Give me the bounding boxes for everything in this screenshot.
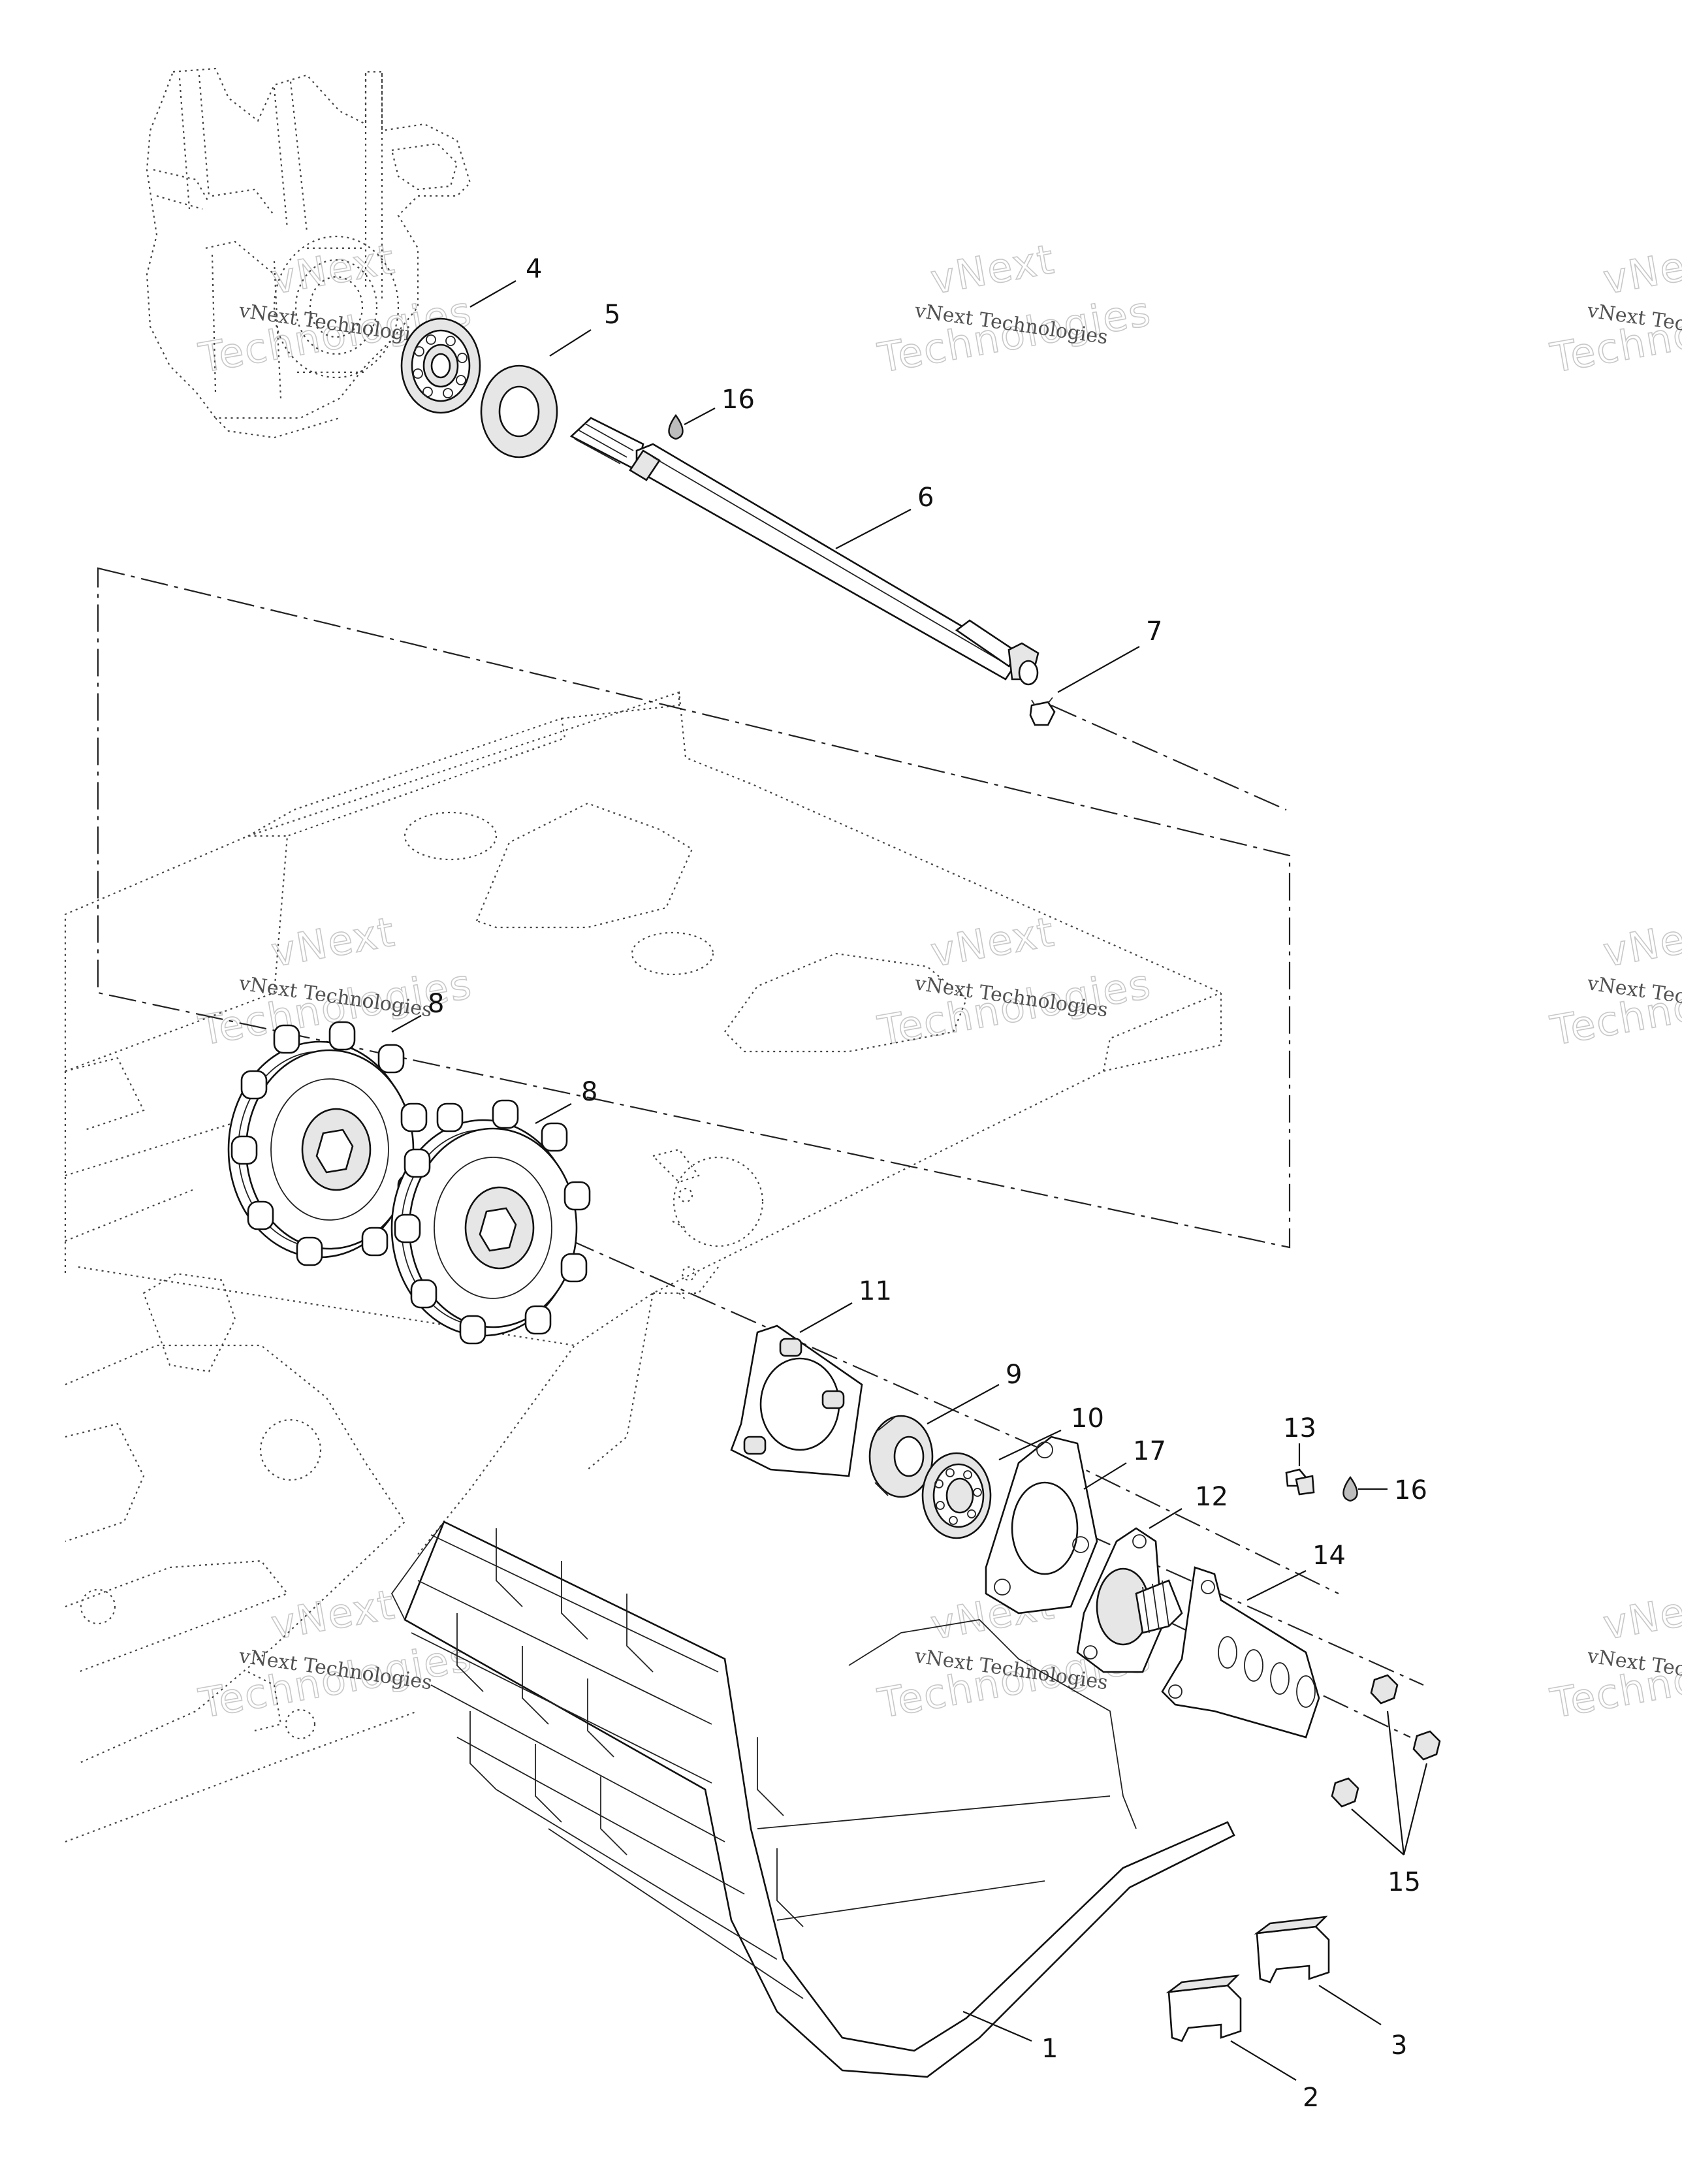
part-10-bearing: [921, 1452, 992, 1539]
part-8-sprocket-right: [390, 1099, 591, 1345]
leader-17: [1083, 1462, 1127, 1490]
watermark-big-top: vNext: [268, 235, 399, 304]
leader-8a: [391, 1015, 422, 1033]
leader-1: [962, 2010, 1032, 2042]
reference-plane: [97, 567, 1291, 1249]
callout-8-right: 8: [581, 1077, 597, 1107]
callout-14: 14: [1312, 1541, 1346, 1571]
callout-5: 5: [604, 300, 620, 330]
callout-3: 3: [1391, 2031, 1407, 2061]
callout-labels: 4 5 16 6 7 8 8 11 9 10 17 12 13 16 14 15…: [428, 254, 1427, 2113]
callout-12: 12: [1195, 1482, 1228, 1512]
watermark-big-top: vNext: [268, 1581, 399, 1649]
callout-6: 6: [917, 483, 934, 513]
callout-15: 15: [1388, 1867, 1421, 1897]
part-16-grease-bottom: [1342, 1475, 1358, 1502]
leader-lines: [391, 280, 1428, 2081]
callout-4: 4: [526, 254, 542, 284]
part-16-grease-top: [668, 413, 684, 440]
leader-10: [998, 1430, 1062, 1460]
leader-2: [1230, 2040, 1297, 2081]
part-11-retainer-plate: [730, 1325, 863, 1477]
part-17-gasket-plate: [985, 1436, 1098, 1614]
callout-8-left: 8: [428, 989, 444, 1019]
leader-4: [469, 280, 516, 308]
callout-13: 13: [1283, 1413, 1316, 1443]
watermark: vNext Technologies vNext Technologies: [1546, 234, 1682, 383]
callout-16-top: 16: [722, 385, 755, 415]
watermark: vNext Technologies vNext Technologies: [874, 234, 1155, 383]
part-4-bearing: [400, 317, 481, 414]
callout-9: 9: [1006, 1360, 1022, 1390]
leader-14: [1246, 1570, 1307, 1601]
part-8-sprocket-left: [227, 1021, 428, 1266]
leader-8b: [535, 1103, 572, 1124]
callout-2: 2: [1303, 2083, 1319, 2113]
part-3-clip: [1254, 1916, 1330, 1983]
watermark: vNext Technologies vNext Technologies: [1546, 1580, 1682, 1728]
watermark-big-top: vNext: [927, 235, 1058, 304]
part-9-seal: [868, 1415, 934, 1498]
watermark: vNext Technologies vNext Technologies: [874, 907, 1155, 1055]
leader-5: [549, 329, 592, 357]
leader-9: [927, 1384, 1000, 1424]
part-12-bearing-housing: [1076, 1527, 1183, 1673]
watermark-big-top: vNext: [268, 908, 399, 976]
part-14-mount-bracket: [1161, 1566, 1320, 1739]
callout-16-bottom: 16: [1394, 1475, 1427, 1505]
part-15-nuts: [1331, 1674, 1441, 1808]
leader-3: [1318, 1985, 1382, 2025]
callout-11: 11: [859, 1276, 892, 1306]
watermark-big-top: vNext: [1600, 908, 1682, 976]
tunnel-frame: [64, 691, 1222, 1843]
callout-7: 7: [1146, 617, 1162, 647]
watermark-big-top: vNext: [927, 908, 1058, 976]
leader-16a: [684, 408, 716, 425]
part-6-drive-shaft: [569, 417, 1039, 686]
leader-12: [1149, 1508, 1182, 1529]
part-1-track: [390, 1520, 1235, 2078]
watermark: vNext Technologies vNext Technologies: [1546, 907, 1682, 1055]
callout-10: 10: [1071, 1404, 1104, 1434]
leader-7: [1057, 646, 1140, 693]
part-2-clip: [1166, 1974, 1242, 2042]
leader-15: [1351, 1710, 1428, 1855]
watermark-big-top: vNext: [1600, 1581, 1682, 1649]
chaincase-housing: [146, 67, 471, 439]
part-7-plug: [1029, 697, 1056, 726]
leader-6: [835, 509, 912, 549]
part-5-washer: [480, 364, 558, 458]
watermark-big-top: vNext: [1600, 235, 1682, 304]
callout-1: 1: [1041, 2034, 1058, 2064]
callout-17: 17: [1133, 1436, 1166, 1466]
part-13-grease-fitting: [1285, 1468, 1315, 1496]
leader-11: [799, 1302, 853, 1333]
